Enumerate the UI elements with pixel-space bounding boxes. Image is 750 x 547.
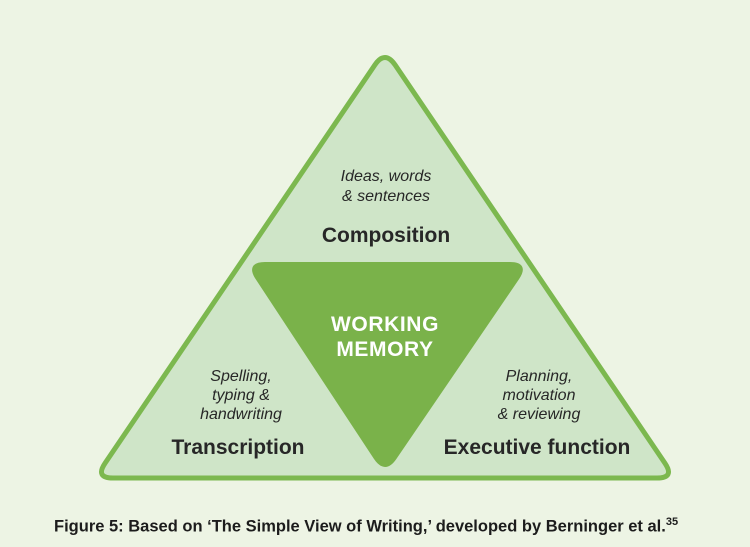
executive-function-label: Executive function: [443, 436, 631, 459]
working-memory-label: WORKING MEMORY: [330, 313, 440, 361]
composition-note: Ideas, words & sentences: [340, 168, 432, 205]
composition-label: Composition: [321, 224, 451, 247]
executive-function-note: Planning, motivation & reviewing: [497, 368, 581, 423]
figure-caption-text: Figure 5: Based on ‘The Simple View of W…: [54, 517, 666, 536]
working-memory-triangle: [252, 262, 523, 467]
figure-caption-reference: 35: [665, 516, 679, 528]
transcription-label: Transcription: [171, 436, 305, 459]
transcription-note: Spelling, typing & handwriting: [200, 368, 282, 423]
figure-caption: Figure 5: Based on ‘The Simple View of W…: [54, 513, 678, 537]
